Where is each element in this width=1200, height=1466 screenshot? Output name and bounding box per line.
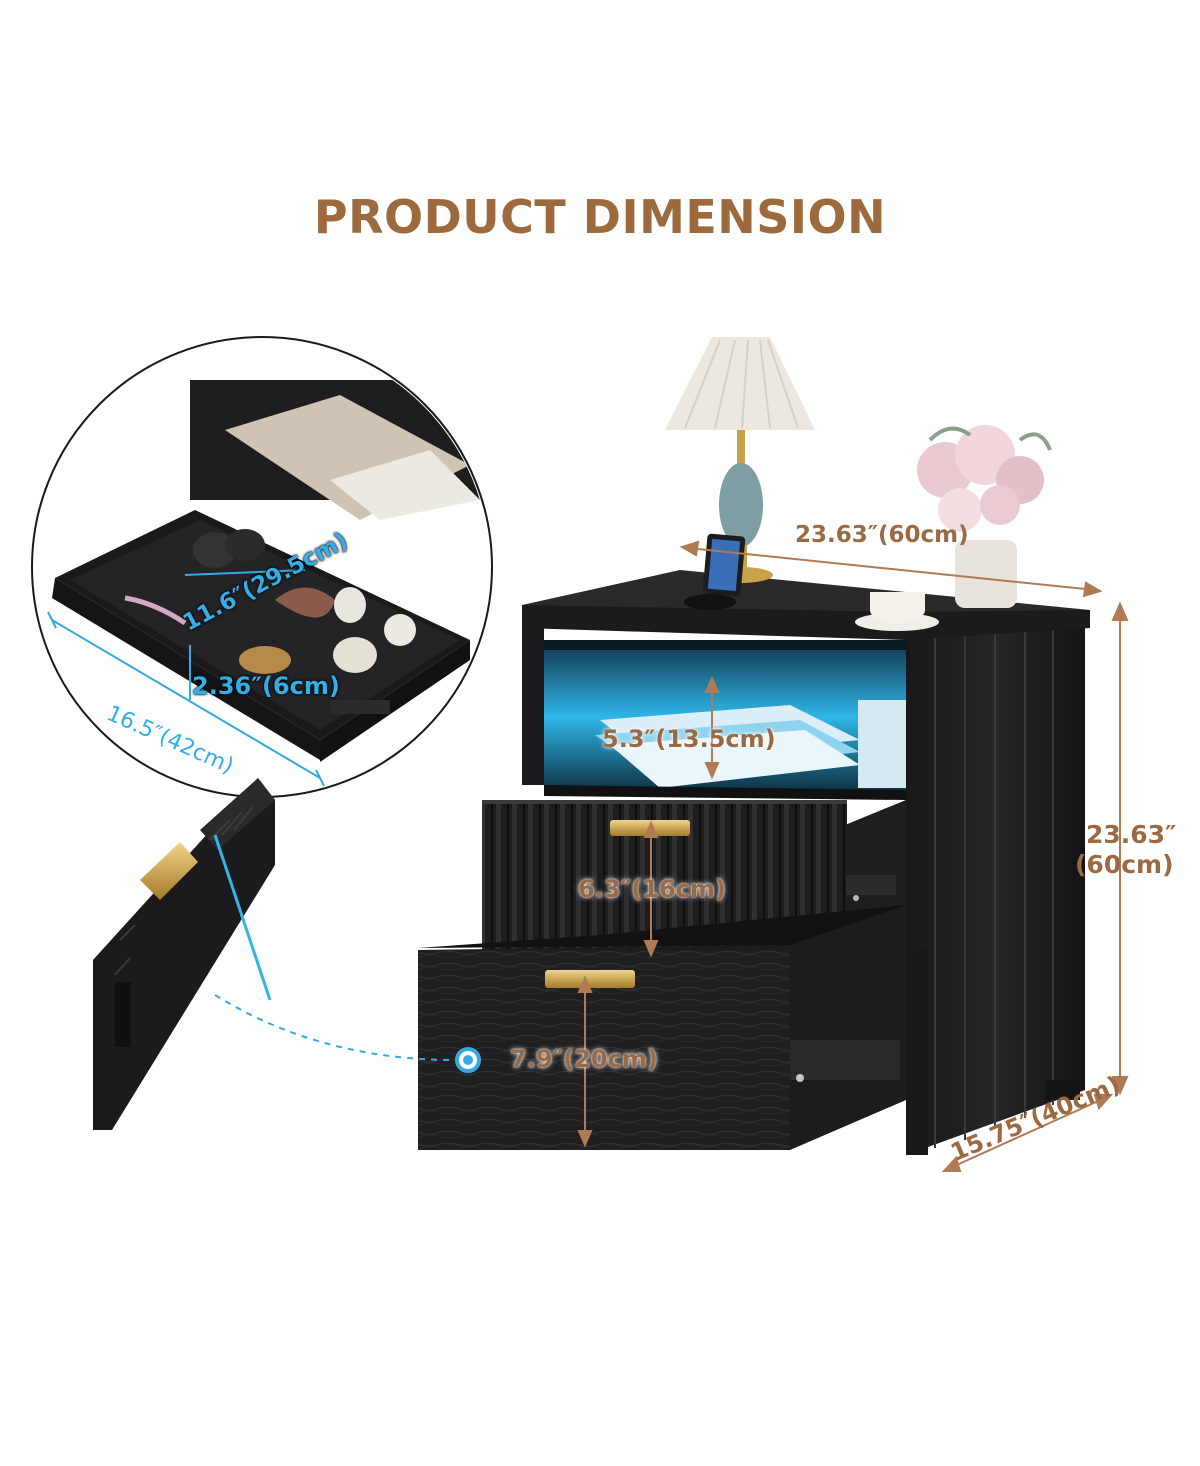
drawer-front-closeup (93, 778, 275, 1130)
smartphone-icon (702, 533, 746, 597)
bottom-drawer (418, 905, 906, 1150)
leader-line (214, 994, 456, 1061)
main-dimension-lines (577, 540, 1129, 1172)
handle-closeup (140, 842, 198, 900)
teacup-icon (855, 592, 939, 631)
bottom-drawer-handle (545, 970, 635, 988)
flower-vase-icon (917, 425, 1052, 608)
top-drawer-label: 6.3″(16cm) (578, 875, 726, 903)
drawer-detail-inset (31, 336, 493, 798)
charger-stand-icon (684, 594, 736, 610)
height-cm-label: (60cm) (1075, 850, 1174, 879)
height-label: 23.63″ (1086, 820, 1177, 849)
top-width-label: 23.63″(60cm) (795, 522, 969, 548)
books (595, 700, 906, 788)
side-panel-ribs (934, 624, 1054, 1148)
shelf-height-label: 5.3″(13.5cm) (602, 725, 776, 753)
bottom-drawer-label: 7.9″(20cm) (510, 1045, 658, 1073)
inner-height-label: 2.36″(6cm) (192, 672, 340, 700)
nightstand (418, 570, 1090, 1155)
page-title: PRODUCT DIMENSION (313, 190, 887, 244)
